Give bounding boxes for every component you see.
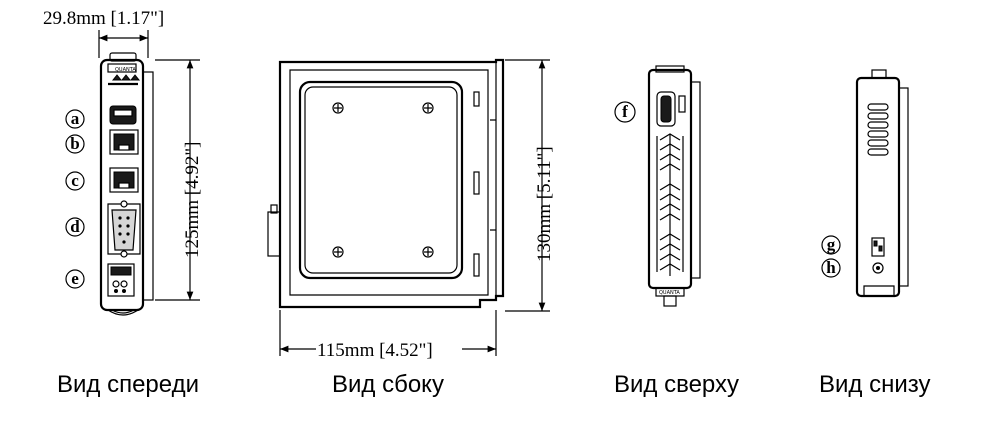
callout-b-label: b xyxy=(70,134,79,153)
front-width-dimension: 29.8mm [1.17"] xyxy=(43,8,164,58)
callout-d: d xyxy=(65,217,85,237)
caption-front-view: Вид спереди xyxy=(57,371,199,398)
front-height-dimension: 125mm [4.92"] xyxy=(155,59,203,301)
callout-d-label: d xyxy=(70,217,80,236)
callout-c-label: c xyxy=(71,171,79,190)
bottom-view: g h xyxy=(821,69,909,298)
bottom-device-body xyxy=(855,69,909,298)
ethernet-port-1 xyxy=(109,129,139,155)
callout-g-label: g xyxy=(827,235,836,254)
side-view: 130mm [5.11"] 115mm [4.52"] xyxy=(267,58,555,361)
callout-a-label: a xyxy=(71,109,80,128)
ethernet-port-2 xyxy=(109,167,139,193)
side-device-body xyxy=(267,58,505,309)
svg-text:QUANTA: QUANTA xyxy=(115,67,136,73)
callout-b: b xyxy=(65,134,85,154)
screw-icon xyxy=(332,102,344,114)
screw-icon xyxy=(422,102,434,114)
callout-e: e xyxy=(65,269,85,289)
serial-port-db9 xyxy=(107,200,141,258)
top-view: QUANTA f xyxy=(614,65,701,307)
reset-button xyxy=(872,262,884,274)
front-height-label: 125mm [4.92"] xyxy=(182,142,203,258)
usb-port xyxy=(109,105,137,125)
top-device-body: QUANTA xyxy=(647,65,701,307)
callout-h-label: h xyxy=(826,258,836,277)
callout-e-label: e xyxy=(71,269,79,288)
side-height-label: 130mm [5.11"] xyxy=(534,146,555,262)
top-vent-pattern xyxy=(656,133,684,276)
side-depth-dimension: 115mm [4.52"] xyxy=(279,310,497,361)
callout-f-label: f xyxy=(622,102,628,121)
side-height-dimension: 130mm [5.11"] xyxy=(505,59,555,312)
callout-h: h xyxy=(821,258,841,278)
front-view: 29.8mm [1.17"] QUANTA xyxy=(43,8,203,316)
callout-c: c xyxy=(65,171,85,191)
caption-top-view: Вид сверху xyxy=(614,371,739,398)
callout-g: g xyxy=(821,235,841,255)
callout-f: f xyxy=(614,101,636,123)
side-depth-label: 115mm [4.52"] xyxy=(317,340,433,361)
caption-bottom-view: Вид снизу xyxy=(819,371,930,398)
screw-icon xyxy=(332,246,344,258)
caption-side-view: Вид сбоку xyxy=(332,371,444,398)
screw-icon xyxy=(422,246,434,258)
callout-a: a xyxy=(65,109,85,129)
svg-text:QUANTA: QUANTA xyxy=(659,290,680,296)
front-device-body: QUANTA xyxy=(99,52,154,316)
power-terminal xyxy=(107,263,135,297)
front-width-label: 29.8mm [1.17"] xyxy=(43,8,164,29)
dip-switch xyxy=(871,237,885,257)
bottom-vent-slots xyxy=(867,103,889,156)
